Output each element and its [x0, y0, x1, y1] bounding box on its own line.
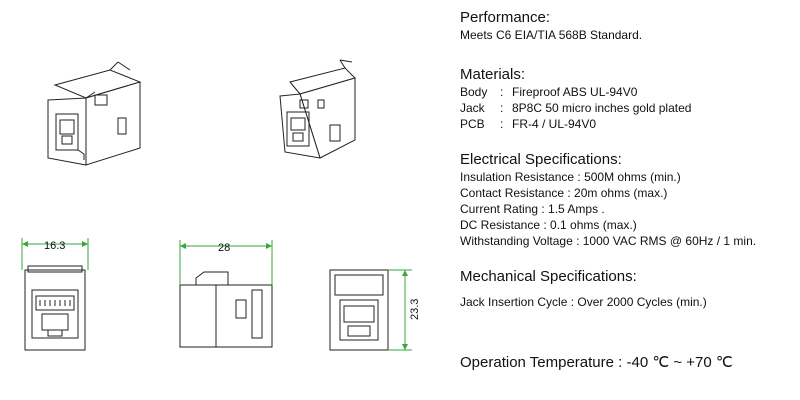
- operation-temperature-label: Operation Temperature :: [460, 354, 623, 371]
- materials-heading: Materials:: [460, 66, 526, 83]
- electrical-heading: Electrical Specifications:: [460, 151, 622, 168]
- electrical-line: DC Resistance : 0.1 ohms (max.): [460, 218, 637, 232]
- dimension-front-width: 16.3: [44, 240, 65, 252]
- materials-row-jack: Jack : 8P8C 50 micro inches gold plated: [460, 101, 692, 115]
- electrical-line: Insulation Resistance : 500M ohms (min.): [460, 170, 681, 184]
- electrical-line: Contact Resistance : 20m ohms (max.): [460, 186, 668, 200]
- mechanical-text: Jack Insertion Cycle : Over 2000 Cycles …: [460, 295, 707, 309]
- dimension-side-length: 28: [218, 242, 230, 254]
- specifications-panel: Performance: Meets C6 EIA/TIA 568B Stand…: [460, 8, 790, 310]
- mechanical-heading: Mechanical Specifications:: [460, 268, 637, 285]
- materials-row-pcb: PCB : FR-4 / UL-94V0: [460, 117, 597, 131]
- dimension-rear-height: 23.3: [409, 299, 421, 320]
- isometric-view-rear: [279, 59, 356, 159]
- side-view: [179, 271, 273, 348]
- materials-row-body: Body : Fireproof ABS UL-94V0: [460, 85, 638, 99]
- performance-heading: Performance:: [460, 9, 551, 26]
- rear-view: [329, 269, 389, 351]
- electrical-line: Current Rating : 1.5 Amps .: [460, 202, 605, 216]
- front-view: [24, 265, 86, 351]
- electrical-line: Withstanding Voltage : 1000 VAC RMS @ 60…: [460, 234, 757, 248]
- operation-temperature-value: -40 ℃ ~ +70 ℃: [622, 354, 733, 371]
- operation-temperature: Operation Temperature : -40 ℃ ~ +70 ℃: [460, 353, 733, 372]
- isometric-view-front: [47, 61, 142, 166]
- keystone-jack-drawing: 16.3 28 23.3: [21, 59, 421, 351]
- performance-text: Meets C6 EIA/TIA 568B Standard.: [460, 28, 643, 42]
